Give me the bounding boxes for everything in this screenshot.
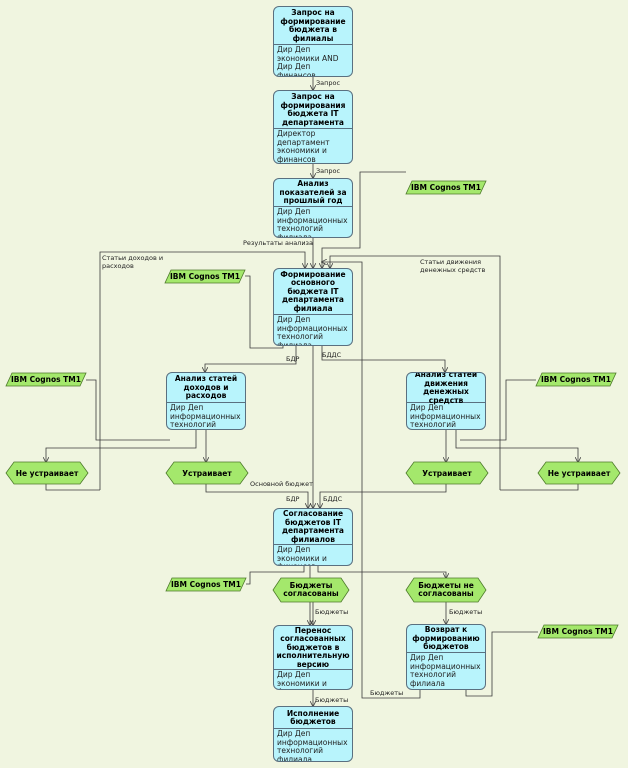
loop-right-ev4 <box>500 484 579 491</box>
system-tm1-1[interactable]: IBM Cognos TM1 <box>411 183 481 192</box>
flow-label-bdr-1: БДР <box>286 355 300 363</box>
flow-label-budgets-4: Бюджеты <box>315 696 349 704</box>
event-shape-6 <box>405 577 487 603</box>
function-title: Анализ статей доходов и расходов <box>167 373 245 403</box>
ev2-to-f7 <box>205 484 308 508</box>
function-approve-budgets[interactable]: Согласование бюджетов IT департамента фи… <box>273 508 353 566</box>
link-sys2-f4 <box>245 275 284 349</box>
split-bdr <box>205 346 297 372</box>
flow-label-budgets-2: Бюджеты <box>449 608 483 616</box>
function-analysis-last-year[interactable]: Анализ показателей за прошлый год Дир Де… <box>273 178 353 238</box>
ev3-to-f7 <box>320 484 447 508</box>
function-role: Дир Деп экономики и финансов филиала <box>277 670 327 689</box>
loop-left <box>99 251 305 490</box>
function-analysis-income-expense[interactable]: Анализ статей доходов и расходов Дир Деп… <box>166 372 246 430</box>
function-form-main-budget[interactable]: Формирование основного бюджета IT департ… <box>273 268 353 346</box>
function-role: Дир Деп экономики и финансов филиала <box>277 545 327 565</box>
flow-label-request-2: Запрос <box>316 167 341 175</box>
system-tm1-6[interactable]: IBM Cognos TM1 <box>543 627 613 636</box>
function-role: Дир Деп информационных технологий филиал… <box>410 653 481 688</box>
event-shape-4 <box>537 461 621 485</box>
system-tm1-3[interactable]: IBM Cognos TM1 <box>11 375 81 384</box>
function-title: Анализ показателей за прошлый год <box>274 179 352 207</box>
flow-label-budgets-3: Бюджеты <box>370 689 404 697</box>
function-title: Согласование бюджетов IT департамента фи… <box>274 509 352 545</box>
event-shape-3 <box>405 461 489 485</box>
link-sys1-f3 <box>322 171 406 268</box>
system-shape-6 <box>537 624 619 639</box>
function-title: Исполнение бюджетов <box>274 707 352 729</box>
system-shape-4 <box>535 372 617 387</box>
function-role: Директор департамент экономики и финансо… <box>277 129 330 164</box>
flow-label-bdr-2: БДР <box>286 495 300 503</box>
event-shape-1 <box>5 461 89 485</box>
link-sys5-f7 <box>246 566 305 585</box>
loop-left-ev1 <box>45 484 100 491</box>
event-shape-5 <box>272 577 350 603</box>
function-role: Дир Деп информационных технологий филиал… <box>410 403 481 429</box>
function-role: Дир Деп информационных технологий филиал… <box>170 403 241 429</box>
function-title: Возврат к формированию бюджетов <box>407 625 485 653</box>
function-title: Формирование основного бюджета IT департ… <box>274 269 352 315</box>
system-tm1-4[interactable]: IBM Cognos TM1 <box>541 375 611 384</box>
return-f9-f4 <box>322 262 421 699</box>
function-role: Дир Деп информационных технологий филиал… <box>277 207 348 238</box>
link-sys4-f6 <box>460 379 536 441</box>
split-bdds <box>321 346 445 372</box>
flow-label-cash-flow: Статьи движения денежных средств <box>420 258 486 274</box>
event-not-satisfied-right[interactable]: Не устраивает <box>547 468 611 478</box>
function-transfer-budgets[interactable]: Перенос согласованных бюджетов в исполни… <box>273 625 353 690</box>
flow-label-income-expense: Статьи доходов и расходов <box>102 254 164 270</box>
function-analysis-cash-flow[interactable]: Анализ статей движения денежных средств … <box>406 372 486 430</box>
link-sys6-f9 <box>465 631 538 697</box>
function-execute-budgets[interactable]: Исполнение бюджетов Дир Деп информационн… <box>273 706 353 762</box>
function-request-budget-branches[interactable]: Запрос на формирование бюджета в филиалы… <box>273 6 353 77</box>
link-sys3-f5 <box>86 379 170 441</box>
function-role: Дир Деп информационных технологий филиал… <box>277 729 348 762</box>
function-return-to-forming[interactable]: Возврат к формированию бюджетов Дир Деп … <box>406 624 486 690</box>
flow-label-main-budget: Основной бюджет <box>250 480 313 488</box>
event-satisfied-right[interactable]: Устраивает <box>422 468 472 478</box>
function-title: Анализ статей движения денежных средств <box>407 373 485 404</box>
function-title: Запрос на формирование бюджета в филиалы <box>274 7 352 45</box>
flow-label-bdds-1: БДДС <box>322 351 342 359</box>
event-shape-2 <box>165 461 249 485</box>
f7-to-ev6 <box>317 566 446 578</box>
system-shape-1 <box>405 180 487 195</box>
event-not-satisfied-left[interactable]: Не устраивает <box>15 468 79 478</box>
system-shape-2 <box>164 269 246 284</box>
flow-label-request-1: Запрос <box>316 79 341 87</box>
function-title: Перенос согласованных бюджетов в исполни… <box>274 626 352 670</box>
system-shape-3 <box>5 372 87 387</box>
system-tm1-5[interactable]: IBM Cognos TM1 <box>171 580 241 589</box>
system-shape-5 <box>165 577 247 592</box>
flow-label-budgets-1: Бюджеты <box>315 608 349 616</box>
f6-to-ev4 <box>455 430 578 462</box>
event-budgets-approved[interactable]: Бюджеты согласованы <box>283 580 339 598</box>
function-role: Дир Деп информационных технологий филиал… <box>277 315 348 346</box>
event-budgets-not-approved[interactable]: Бюджеты не согласованы <box>418 580 474 598</box>
function-title: Запрос на формирования бюджета IT департ… <box>274 91 352 129</box>
flow-label-bdds-2: БДДС <box>323 495 343 503</box>
f5-to-ev1 <box>46 430 197 462</box>
event-satisfied-left[interactable]: Устраивает <box>182 468 232 478</box>
system-tm1-2[interactable]: IBM Cognos TM1 <box>170 272 240 281</box>
flow-label-analysis-results: Результаты анализа <box>243 239 313 247</box>
function-role: Дир Деп экономики AND Дир Деп финансов <box>277 45 339 77</box>
function-request-it-budget[interactable]: Запрос на формирования бюджета IT департ… <box>273 90 353 164</box>
